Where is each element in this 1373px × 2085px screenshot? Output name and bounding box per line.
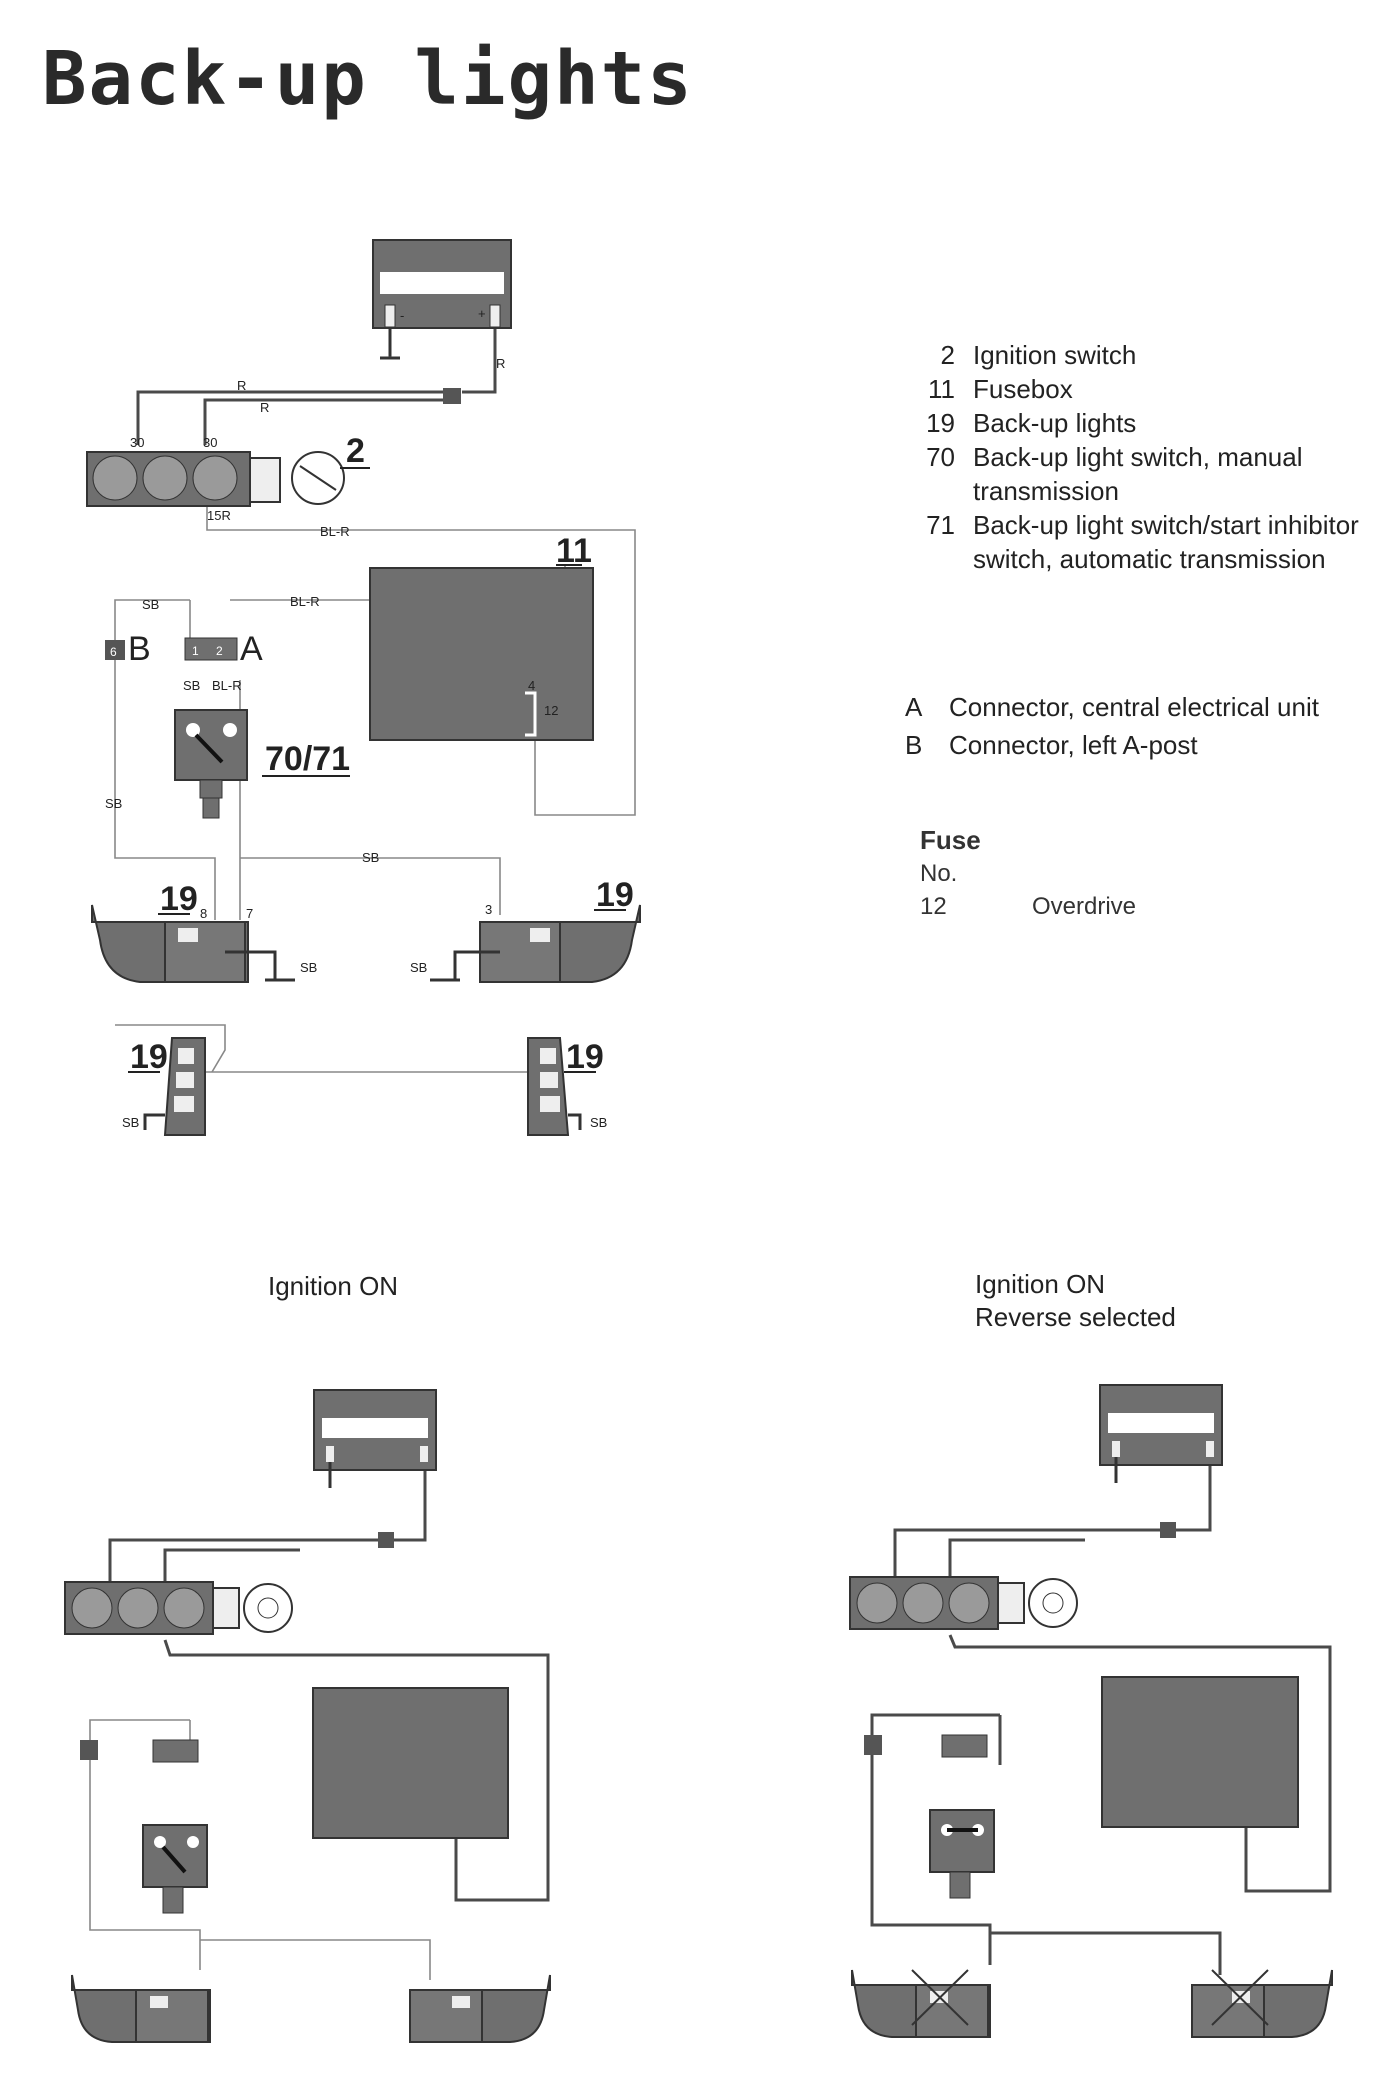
svg-text:+: + (478, 306, 486, 321)
backup-light-left (91, 904, 295, 983)
svg-text:SB: SB (410, 960, 427, 975)
svg-text:19: 19 (130, 1038, 168, 1076)
backup-light-left (851, 1969, 991, 2038)
svg-text:3: 3 (485, 902, 492, 917)
backup-light-right (430, 904, 641, 983)
connector-b (105, 640, 125, 660)
svg-text:BL-R: BL-R (290, 594, 320, 609)
svg-text:R: R (496, 356, 505, 371)
svg-text:A: A (240, 630, 263, 668)
fusebox (312, 1687, 509, 1839)
backup-light-switch (929, 1809, 995, 1899)
svg-text:4: 4 (528, 678, 535, 693)
svg-text:8: 8 (200, 906, 207, 921)
page-title: Back-up lights (42, 36, 694, 122)
svg-text:SB: SB (300, 960, 317, 975)
svg-text:SB: SB (362, 850, 379, 865)
backup-light-right (1191, 1969, 1333, 2038)
connector-b (80, 1740, 98, 1760)
svg-text:7: 7 (246, 906, 253, 921)
connector-a (941, 1734, 988, 1758)
svg-text:B: B (128, 630, 151, 668)
backup-light-left (71, 1974, 211, 2043)
svg-text:19: 19 (566, 1038, 604, 1076)
svg-text:6: 6 (110, 645, 117, 659)
backup-light-right-taillight (527, 1037, 582, 1136)
svg-text:-: - (400, 308, 404, 323)
diagram-ignition-on (64, 1389, 551, 2043)
svg-text:12: 12 (544, 703, 558, 718)
connector-a (184, 637, 238, 661)
caption-left: Ignition ON (268, 1271, 399, 1301)
svg-text:2: 2 (346, 432, 365, 470)
svg-text:30: 30 (130, 435, 144, 450)
connector-b (864, 1735, 882, 1755)
caption-right: Ignition ON Reverse selected (975, 1269, 1176, 1332)
ignition-switch (86, 451, 345, 507)
svg-text:R: R (237, 378, 246, 393)
svg-text:11: 11 (556, 532, 592, 570)
svg-text:BL-R: BL-R (212, 678, 242, 693)
backup-light-left-taillight (143, 1037, 206, 1136)
svg-text:R: R (260, 400, 269, 415)
svg-text:SB: SB (142, 597, 159, 612)
ignition-switch (849, 1576, 1078, 1630)
svg-text:19: 19 (596, 876, 634, 914)
svg-text:1: 1 (192, 644, 199, 658)
svg-text:2: 2 (216, 644, 223, 658)
svg-text:SB: SB (105, 796, 122, 811)
connector-a (152, 1739, 199, 1763)
fusebox (1101, 1676, 1299, 1828)
svg-text:SB: SB (183, 678, 200, 693)
svg-text:BL-R: BL-R (320, 524, 350, 539)
svg-text:19: 19 (160, 880, 198, 918)
svg-text:30: 30 (203, 435, 217, 450)
svg-text:15R: 15R (207, 508, 231, 523)
fusebox (369, 567, 594, 741)
svg-text:70/71: 70/71 (265, 740, 350, 778)
backup-light-switch (142, 1824, 208, 1914)
svg-text:SB: SB (122, 1115, 139, 1130)
backup-light-switch (174, 709, 248, 819)
backup-light-right (409, 1974, 551, 2043)
svg-text:SB: SB (590, 1115, 607, 1130)
ignition-switch (64, 1581, 293, 1635)
main-wiring-diagram: - + R R R 30 30 15R 2 BL-R 11 4 12 6 B 1… (86, 239, 641, 1136)
diagram-reverse-selected (849, 1384, 1333, 2038)
